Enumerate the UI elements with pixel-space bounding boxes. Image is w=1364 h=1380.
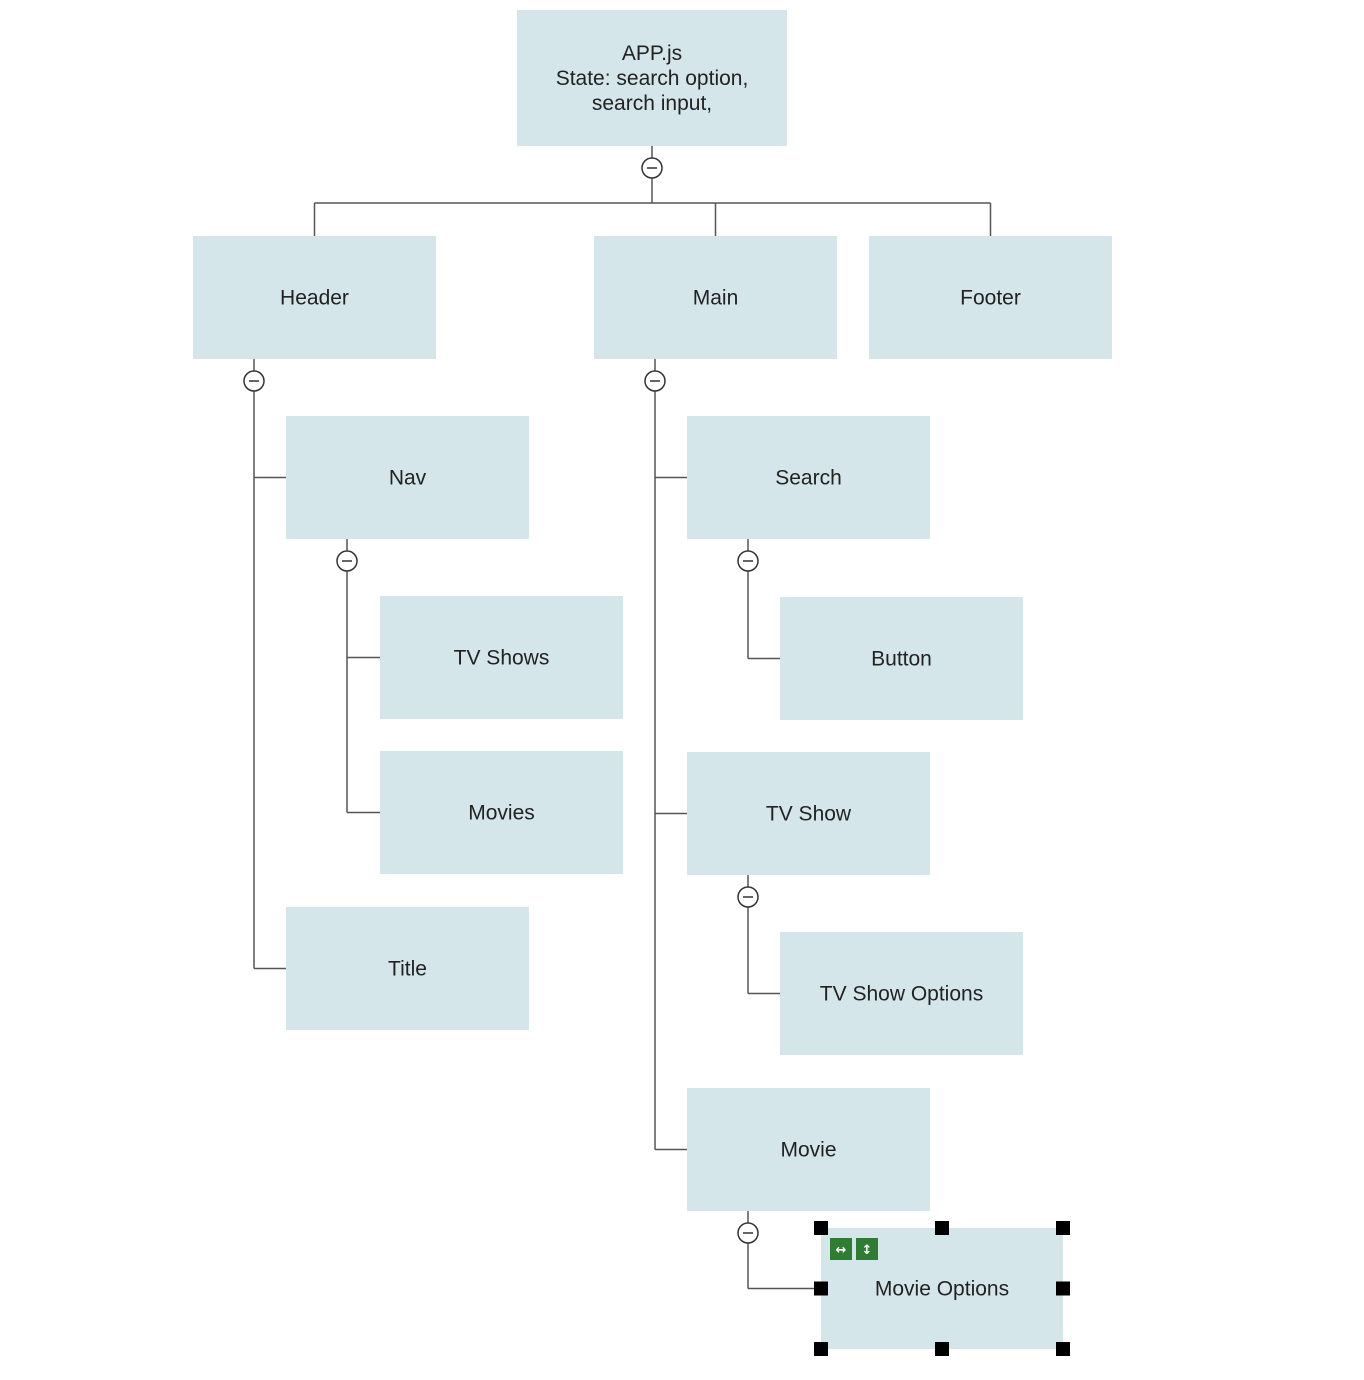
node-title[interactable]: Title [286,907,529,1030]
collapse-toggles [243,157,759,1244]
resize-handle[interactable] [814,1221,828,1235]
node-label: Movie [780,1139,836,1162]
resize-handle[interactable] [935,1221,949,1235]
resize-vertical-icon-bg[interactable] [856,1238,878,1260]
node-tvshowoptions[interactable]: TV Show Options [780,932,1023,1055]
node-tvshows[interactable]: TV Shows [380,596,623,719]
node-label: Search [775,467,842,490]
node-label: Footer [960,287,1021,310]
resize-handle[interactable] [1056,1342,1070,1356]
resize-handle[interactable] [935,1342,949,1356]
resize-handle[interactable] [814,1342,828,1356]
node-footer[interactable]: Footer [869,236,1112,359]
resize-horizontal-icon-bg[interactable] [830,1238,852,1260]
node-label: TV Show [766,803,852,826]
node-label: Header [280,287,349,310]
node-label: Movies [468,802,535,825]
node-label: State: search option, [556,67,749,90]
node-label: Button [871,648,932,671]
node-movies[interactable]: Movies [380,751,623,874]
selection-overlay: ↔↕ [814,1221,1070,1356]
vertical-arrows-icon: ↕ [862,1243,873,1258]
node-box[interactable] [687,416,930,539]
node-box[interactable] [780,932,1023,1055]
node-box[interactable] [517,10,787,146]
resize-horizontal-button[interactable]: ↔ [830,1238,852,1260]
node-box[interactable] [193,236,436,359]
collapse-toggle-app[interactable] [641,157,663,179]
collapse-toggle-tvshow[interactable] [737,886,759,908]
connector-lines [253,146,992,1290]
resize-handle[interactable] [814,1281,828,1296]
node-label: Nav [389,467,427,490]
node-box[interactable] [687,1088,930,1211]
node-movie[interactable]: Movie [687,1088,930,1211]
node-nav[interactable]: Nav [286,416,529,539]
node-search[interactable]: Search [687,416,930,539]
node-header[interactable]: Header [193,236,436,359]
node-box[interactable] [869,236,1112,359]
collapse-toggle-nav[interactable] [336,550,358,572]
node-box[interactable] [380,596,623,719]
node-box[interactable] [380,751,623,874]
resize-handle[interactable] [1056,1281,1070,1296]
node-label: TV Shows [454,647,550,670]
node-box[interactable] [286,416,529,539]
node-label: Title [388,958,427,981]
node-label: search input, [592,92,712,115]
node-label: Main [693,287,739,310]
node-main[interactable]: Main [594,236,837,359]
horizontal-arrows-icon: ↔ [836,1243,847,1258]
node-box[interactable] [687,752,930,875]
resize-vertical-button[interactable]: ↕ [856,1238,878,1260]
collapse-toggle-header[interactable] [243,370,265,392]
collapse-toggle-search[interactable] [737,550,759,572]
collapse-toggle-main[interactable] [644,370,666,392]
collapse-toggle-movie[interactable] [737,1222,759,1244]
node-label: APP.js [622,42,682,65]
node-label: Movie Options [875,1278,1009,1301]
node-box[interactable] [286,907,529,1030]
node-button[interactable]: Button [780,597,1023,720]
node-label: TV Show Options [820,983,983,1006]
node-tvshow[interactable]: TV Show [687,752,930,875]
resize-handle[interactable] [1056,1221,1070,1235]
node-box[interactable] [594,236,837,359]
node-box[interactable] [780,597,1023,720]
